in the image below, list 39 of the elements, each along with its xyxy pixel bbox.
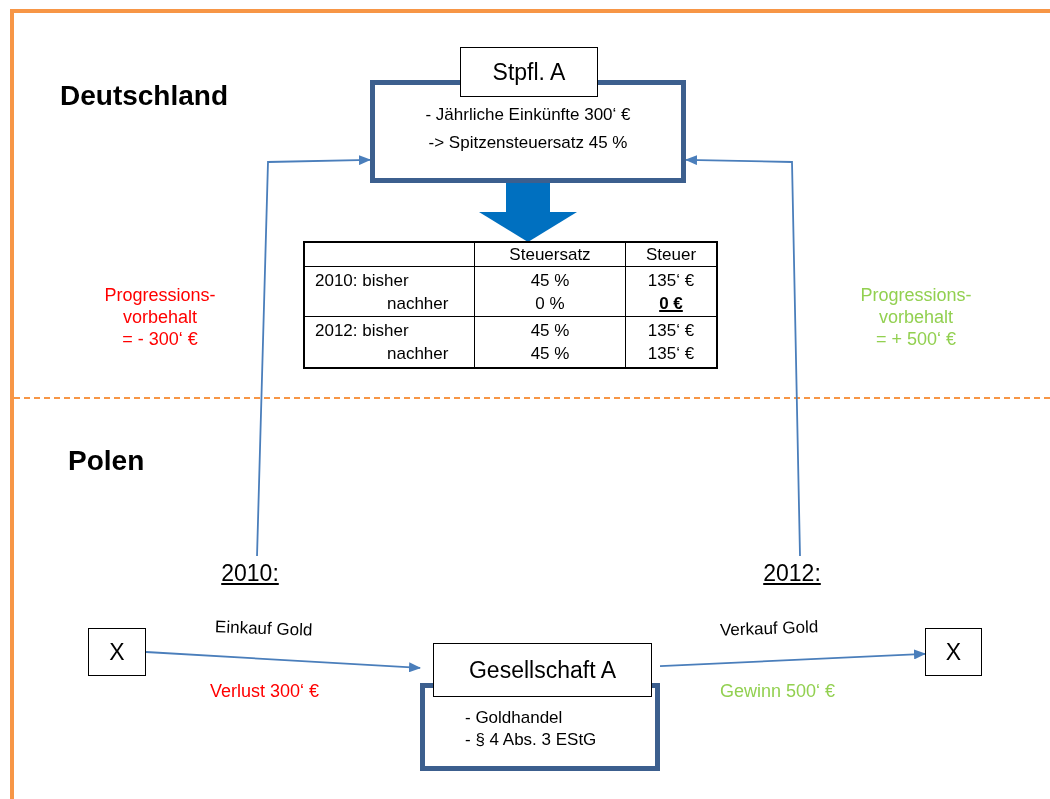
year-label: 2012:	[752, 556, 832, 590]
region-heading: Polen	[68, 445, 145, 477]
region-heading: Deutschland	[60, 80, 229, 112]
arrow	[659, 649, 926, 667]
note-text: = - 300‘ €	[121, 328, 199, 350]
arrow	[145, 651, 421, 673]
row-label: nachher	[387, 292, 449, 315]
row-label: nachher	[387, 343, 449, 365]
column-header: Steuersatz	[509, 244, 591, 266]
party-box: X	[88, 628, 146, 676]
note-text: Progressions-	[103, 284, 217, 306]
amount-text: Gewinn 500‘ €	[720, 680, 837, 702]
cell-value: 135‘ €	[647, 343, 695, 365]
cell-value: 0 %	[535, 292, 565, 315]
company-tab: Gesellschaft A	[433, 643, 652, 697]
row-label: 2012: bisher	[315, 320, 409, 342]
note-text: vorbehalt	[877, 306, 955, 328]
amount-text: Verlust 300‘ €	[210, 680, 321, 702]
note-text: = + 500‘ €	[874, 328, 958, 350]
arrow	[685, 155, 801, 557]
cell-value: 135‘ €	[647, 320, 695, 342]
row-label: 2010: bisher	[315, 269, 409, 292]
bullet-text: - Jährliche Einkünfte 300‘ €	[425, 105, 631, 125]
arrow	[256, 155, 371, 557]
bullet-text: -> Spitzensteuersatz 45 %	[428, 133, 628, 153]
note-text: vorbehalt	[121, 306, 199, 328]
column-header: Steuer	[645, 244, 697, 266]
cell-value: 0 €	[659, 292, 683, 315]
name-tab: Stpfl. A	[460, 47, 598, 97]
party-box: X	[925, 628, 982, 676]
note-text: Progressions-	[859, 284, 973, 306]
cell-value: 45 %	[530, 320, 570, 342]
cell-value: 45 %	[530, 269, 570, 292]
cell-value: 135‘ €	[647, 269, 695, 292]
cell-value: 45 %	[530, 343, 570, 365]
bullet-text: - Goldhandel	[465, 708, 563, 728]
year-label: 2010:	[205, 556, 295, 590]
bullet-text: - § 4 Abs. 3 EStG	[465, 730, 597, 750]
tax-table	[303, 241, 718, 369]
